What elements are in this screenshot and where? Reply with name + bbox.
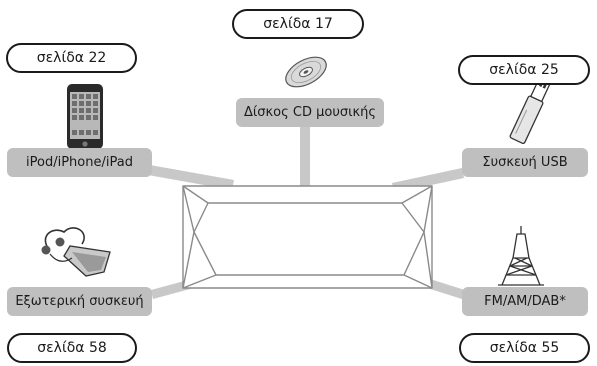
portable-player-icon (41, 227, 111, 277)
source-label-external: Εξωτερική συσκευή (7, 287, 152, 316)
main-unit-outline (182, 185, 433, 289)
source-label-cd: Δίσκος CD μουσικής (236, 98, 384, 127)
main-unit-corner-br (423, 231, 433, 289)
source-label-ipod: iPod/iPhone/iPad (7, 148, 152, 177)
page-ref-tuner: σελίδα 55 (459, 333, 590, 363)
page-ref-cd: σελίδα 17 (232, 9, 364, 39)
main-unit-right-edge-lower (403, 231, 425, 276)
main-unit-left-edge-upper (193, 202, 209, 233)
connector-ipod (148, 165, 234, 190)
page-ref-usb: σελίδα 25 (458, 55, 590, 85)
radio-tower-icon (498, 226, 544, 286)
main-unit-corner-tr (423, 185, 433, 233)
main-unit-top-bevel (182, 185, 433, 204)
page-ref-ipod: σελίδα 22 (6, 43, 137, 73)
source-label-tuner: FM/AM/DAB* (462, 287, 588, 316)
main-unit-right-edge-upper (401, 202, 425, 233)
main-unit-bottom-bevel (182, 274, 433, 289)
cd-disc-icon (285, 56, 327, 88)
main-unit-corner-tl (182, 185, 195, 233)
main-unit-left-edge-lower (193, 231, 217, 276)
iphone-icon (67, 84, 103, 149)
usb-stick-icon (509, 75, 552, 145)
main-unit (182, 185, 433, 289)
connector-cd (300, 120, 310, 186)
source-label-usb: Συσκευή USB (462, 148, 588, 177)
page-ref-external: σελίδα 58 (7, 333, 137, 363)
main-unit-corner-bl (182, 231, 195, 289)
